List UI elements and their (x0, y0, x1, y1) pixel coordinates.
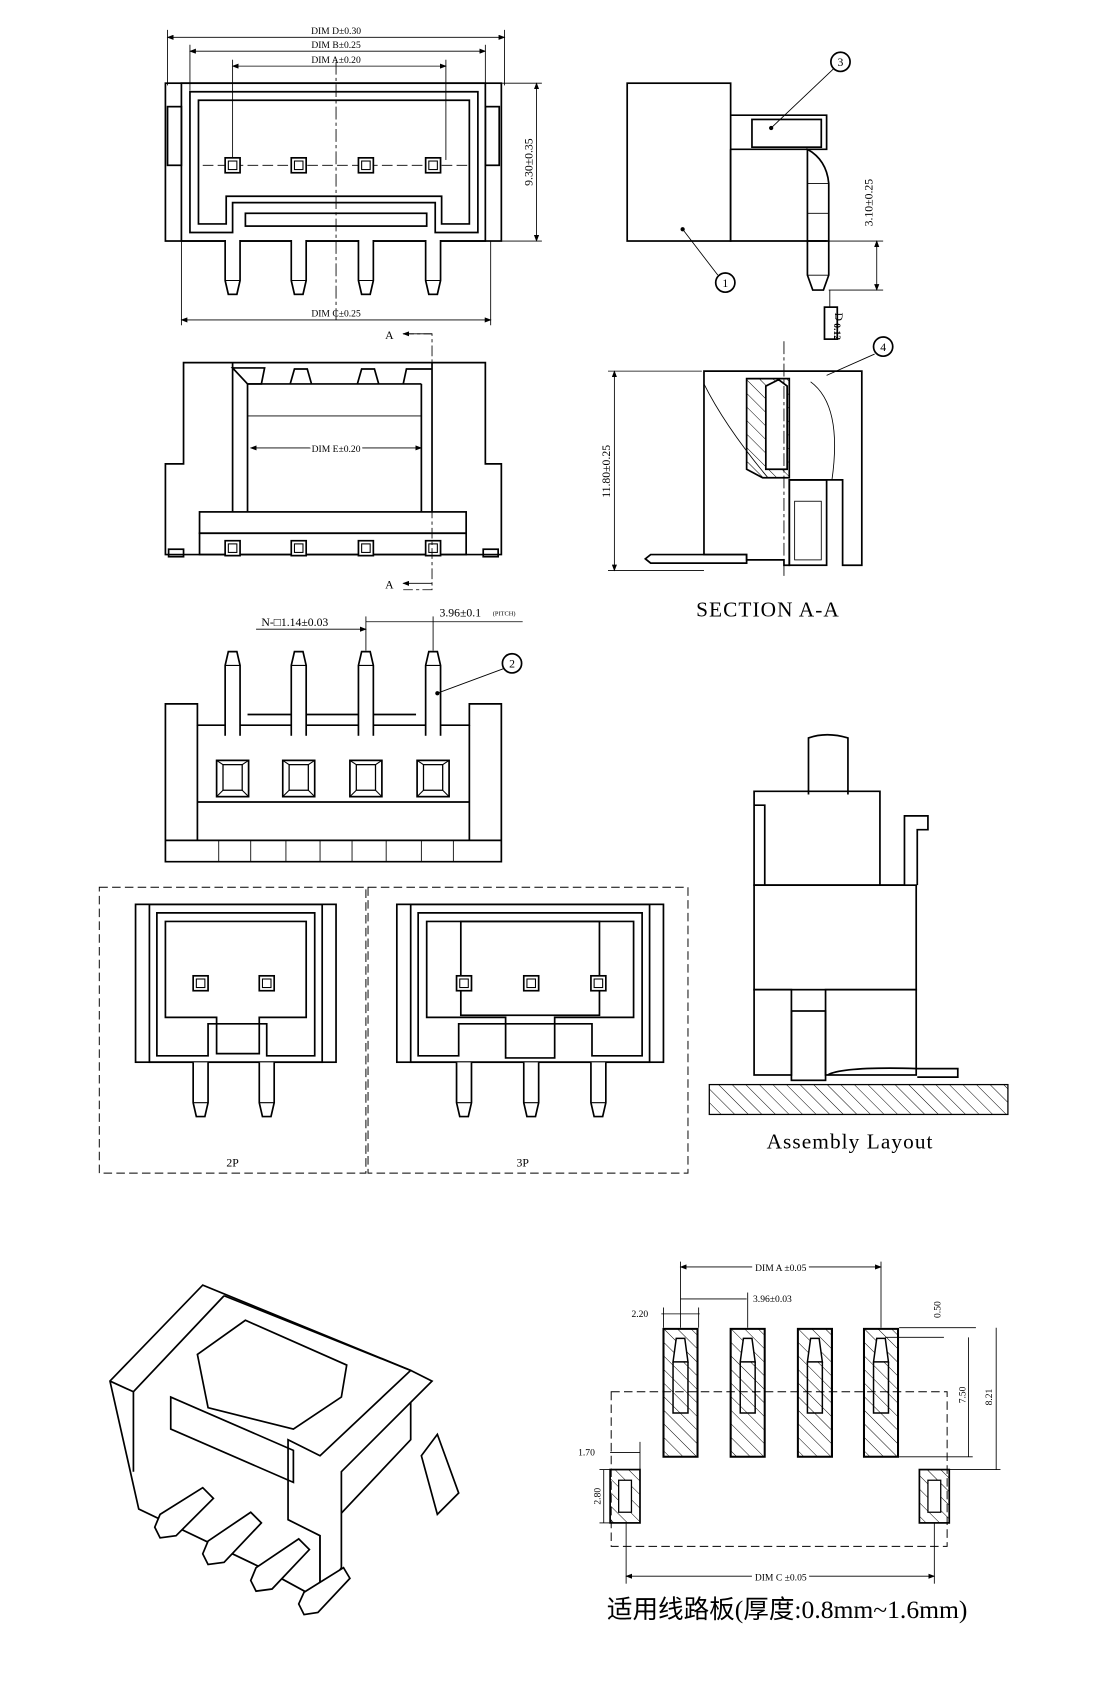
front-pad-3 (358, 541, 373, 556)
dim-e-label: DIM E±0.20 (312, 444, 361, 455)
flatness-symbol: D (832, 313, 845, 321)
pin-1 (225, 240, 240, 294)
bottom-housing-4 (417, 760, 449, 796)
section-a-a: 11.80±0.25 4 SECTION A-A (600, 336, 894, 621)
pin-2 (291, 240, 306, 294)
pad-3p-2 (524, 976, 539, 991)
variant-2p: 2P (98, 886, 367, 1174)
balloon-1: 1 (722, 277, 728, 290)
bottom-view: N-□1.14±0.03 3.96±0.1 (PITCH) 2 (164, 606, 523, 863)
front-pad-2 (291, 541, 306, 556)
side-pad-width-label: 1.70 (578, 1448, 595, 1459)
pad-width-label: 2.20 (631, 1309, 648, 1320)
label-3p: 3P (516, 1157, 529, 1170)
dim-c-label: DIM C±0.25 (311, 309, 361, 320)
offset-label: 0.50 (933, 1301, 944, 1318)
pad-3p-1 (457, 976, 472, 991)
top-view: DIM D±0.30 DIM B±0.25 DIM A±0.20 9.30±0.… (164, 26, 542, 326)
section-mark-top: A (385, 329, 394, 342)
pin-3p-3 (591, 1062, 606, 1116)
pin-length-label: 3.10±0.25 (862, 179, 875, 227)
bottom-housing-3 (350, 760, 382, 796)
balloon-2: 2 (509, 658, 515, 671)
bottom-housing-2 (283, 760, 315, 796)
pin-3p-1 (457, 1062, 472, 1116)
pin-3p-2 (524, 1062, 539, 1116)
side-view: 3 1 3.10±0.25 D 0.12 (626, 51, 884, 340)
footprint-pad-2 (731, 1329, 765, 1457)
pitch-label: 3.96±0.1 (439, 606, 481, 619)
label-2p: 2P (226, 1157, 239, 1170)
front-view: DIM E±0.20 A A (164, 329, 503, 592)
pcb-footprint: DIM A ±0.05 3.96±0.03 2.20 0.50 7.50 8.2… (578, 1260, 1001, 1624)
bottom-pin-1 (225, 652, 240, 736)
section-title: SECTION A-A (696, 597, 840, 621)
bottom-pin-3 (358, 652, 373, 736)
pad-3p-3 (591, 976, 606, 991)
pad-2p-2 (259, 976, 274, 991)
dim-a-label: DIM A±0.20 (311, 55, 361, 66)
flatness-value: 0.12 (831, 323, 842, 340)
balloon-3: 3 (838, 56, 844, 69)
pcb-thickness-note: 适用线路板(厚度:0.8mm~1.6mm) (607, 1595, 968, 1624)
assembly-title: Assembly Layout (767, 1130, 934, 1154)
contact-pad-2 (291, 158, 306, 173)
contact-pad-3 (358, 158, 373, 173)
height-dim-label: 9.30±0.35 (522, 138, 535, 186)
section-height-label: 11.80±0.25 (600, 445, 613, 498)
footprint-pad-3 (798, 1329, 832, 1457)
footprint-pad-4 (864, 1329, 898, 1457)
isometric-view (109, 1284, 460, 1616)
front-pad-4 (426, 541, 441, 556)
footprint-pad-1 (663, 1329, 697, 1457)
pcb-dim-a-label: DIM A ±0.05 (755, 1263, 807, 1274)
pin-3 (358, 240, 373, 294)
total-span-label: 8.21 (984, 1388, 995, 1405)
bottom-housing-1 (217, 760, 249, 796)
pin-2p-2 (259, 1062, 274, 1116)
pcb-dim-c-label: DIM C ±0.05 (755, 1572, 807, 1583)
contact-pad-4 (426, 158, 441, 173)
pin-2p-1 (193, 1062, 208, 1116)
dim-d-label: DIM D±0.30 (311, 26, 361, 37)
pin-4 (426, 240, 441, 294)
pad-2p-1 (193, 976, 208, 991)
pin-size-label: N-□1.14±0.03 (261, 616, 328, 629)
pad-span-label: 7.50 (957, 1386, 968, 1403)
side-pad-height-label: 2.80 (593, 1488, 604, 1505)
pitch-note: (PITCH) (493, 610, 516, 617)
dim-b-label: DIM B±0.25 (311, 40, 361, 51)
front-pad-1 (225, 541, 240, 556)
pcb-pitch-label: 3.96±0.03 (753, 1294, 792, 1305)
assembly-layout: Assembly Layout (708, 733, 1009, 1154)
bottom-pin-2 (291, 652, 306, 736)
section-mark-bottom: A (385, 579, 394, 592)
contact-pad-1 (225, 158, 240, 173)
variant-3p: 3P (367, 886, 689, 1174)
bottom-ribs (218, 840, 454, 862)
balloon-4: 4 (880, 341, 886, 354)
